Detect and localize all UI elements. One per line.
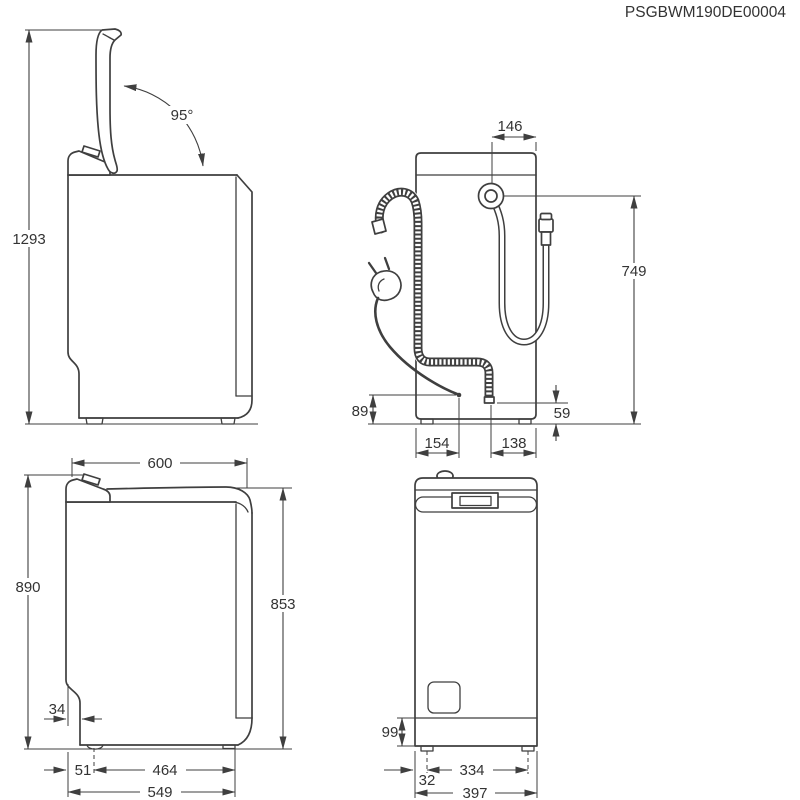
inlet-port xyxy=(484,189,498,203)
washer-body-front xyxy=(414,477,538,747)
dim-height: 890 xyxy=(9,474,292,750)
dim-label-drain-offset: 138 xyxy=(501,435,526,452)
dim-cord-offset: 154 xyxy=(415,398,460,458)
view-rear: 146 749 89 154 138 xyxy=(352,118,652,458)
drain-hose-end-cap xyxy=(371,218,387,235)
cable-exit-point xyxy=(456,392,462,398)
control-panel xyxy=(65,478,111,503)
dim-label-plinth-height: 99 xyxy=(382,724,399,741)
lid-open xyxy=(95,28,123,175)
dim-label-drain-clearance: 59 xyxy=(554,405,571,422)
dim-foot-offset-front: 32 xyxy=(384,751,436,798)
dim-label-rear-height: 853 xyxy=(270,596,295,613)
washer-body-side-open xyxy=(67,174,253,425)
dim-rear-height: 853 xyxy=(235,487,302,750)
foot xyxy=(220,417,236,425)
view-front: 99 32 334 397 xyxy=(382,470,538,800)
drawing-code: PSGBWM190DE00004 xyxy=(625,4,786,21)
drain-hose xyxy=(371,186,495,404)
dim-label-lid-angle: 95° xyxy=(171,107,194,124)
dim-label-width: 397 xyxy=(462,785,487,800)
dim-label-foot-spacing: 464 xyxy=(152,762,177,779)
dim-front-foot-offset: 51 xyxy=(44,752,93,797)
dim-label-height: 890 xyxy=(15,579,40,596)
dim-label-height-lid-open: 1293 xyxy=(12,231,45,248)
foot xyxy=(521,745,535,752)
dim-plinth-height: 99 xyxy=(382,717,415,747)
hose-fitting-nut xyxy=(538,218,554,233)
dim-label-cord-height: 89 xyxy=(352,403,369,420)
hose-fitting-cap xyxy=(539,212,553,221)
dim-height-lid-open: 1293 xyxy=(10,29,258,425)
dim-width: 397 xyxy=(414,751,538,800)
dim-drain-clearance: 59 xyxy=(497,385,570,441)
washer-body-side xyxy=(65,486,253,750)
dim-toe-recess: 34 xyxy=(44,684,102,726)
dim-label-foot-offset-front: 32 xyxy=(419,772,436,789)
power-cable xyxy=(374,296,459,396)
foot xyxy=(420,745,434,752)
dim-label-inlet-offset: 146 xyxy=(497,118,522,135)
washer-body-rear xyxy=(415,152,537,420)
dim-base-depth: 549 xyxy=(67,784,236,800)
dim-label-cord-offset: 154 xyxy=(424,435,449,452)
dim-lid-angle: 95° xyxy=(123,84,205,167)
display-window xyxy=(459,495,492,507)
dim-label-front-foot-offset: 51 xyxy=(75,762,92,779)
foot xyxy=(85,417,104,425)
dim-inlet-height: 749 xyxy=(368,195,652,425)
dim-label-base-depth: 549 xyxy=(147,784,172,800)
dim-foot-spacing-front: 334 xyxy=(426,762,529,779)
program-knob xyxy=(81,473,101,486)
program-knob xyxy=(81,145,101,158)
dim-label-toe-recess: 34 xyxy=(49,701,66,718)
dim-label-depth: 600 xyxy=(147,455,172,472)
view-side-closed: 600 890 853 34 51 xyxy=(9,455,302,800)
power-plug xyxy=(367,256,402,302)
dim-inlet-offset: 146 xyxy=(491,118,537,184)
dim-foot-spacing: 464 xyxy=(93,749,236,797)
drain-pump-access xyxy=(427,681,461,714)
dim-cord-height: 89 xyxy=(352,394,456,425)
foot xyxy=(222,744,236,750)
dim-depth: 600 xyxy=(71,455,248,488)
dim-label-foot-spacing-front: 334 xyxy=(459,762,484,779)
view-side-lid-open: 95° 1293 xyxy=(10,28,258,425)
dim-label-inlet-height: 749 xyxy=(621,263,646,280)
inlet-hose xyxy=(489,196,554,346)
hose-fitting-neck xyxy=(540,231,552,246)
dim-drain-offset: 138 xyxy=(490,405,537,458)
drain-hose-outlet xyxy=(483,396,495,404)
